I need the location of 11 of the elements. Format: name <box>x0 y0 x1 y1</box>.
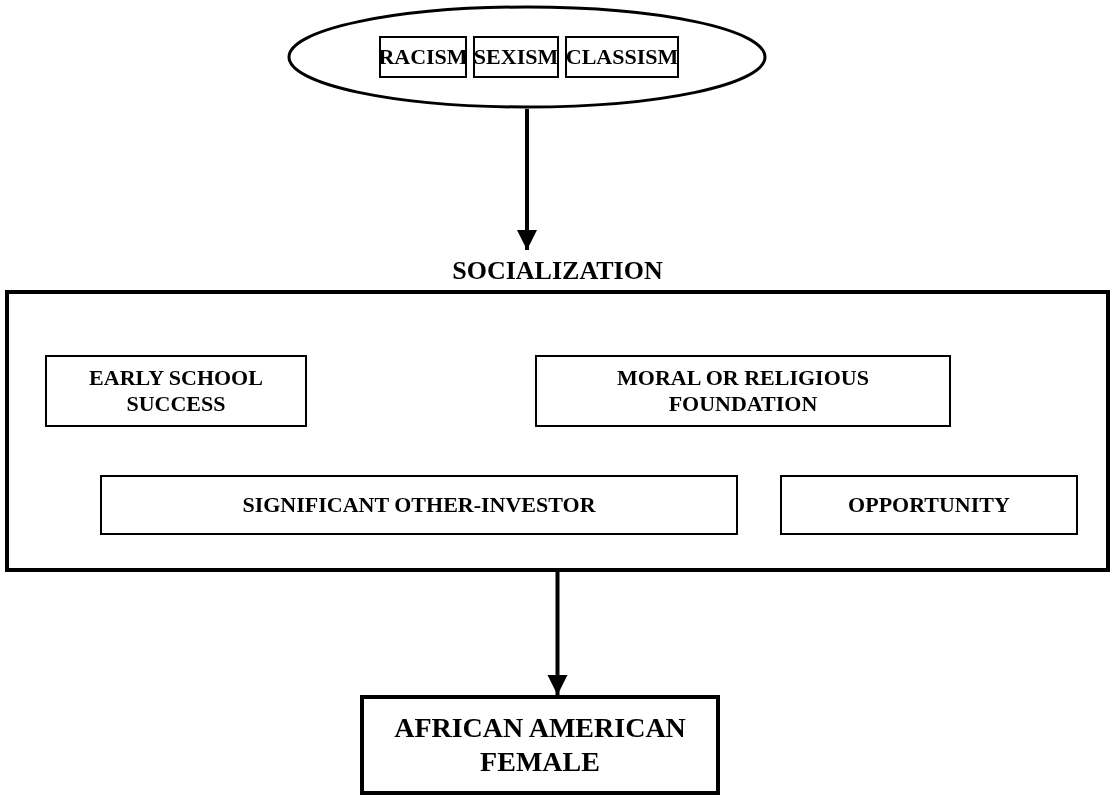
concept-box: MORAL OR RELIGIOUS FOUNDATION <box>535 355 951 427</box>
concept-box: AFRICAN AMERICAN FEMALE <box>360 695 720 795</box>
arrow <box>547 572 568 695</box>
concept-box: OPPORTUNITY <box>780 475 1078 535</box>
concept-box: SIGNIFICANT OTHER-INVESTOR <box>100 475 738 535</box>
concept-box: CLASSISM <box>565 36 679 78</box>
concept-box: RACISM <box>379 36 467 78</box>
concept-box: SEXISM <box>473 36 559 78</box>
concept-box: EARLY SCHOOL SUCCESS <box>45 355 307 427</box>
group-heading: SOCIALIZATION <box>452 257 663 286</box>
arrow <box>517 109 537 250</box>
